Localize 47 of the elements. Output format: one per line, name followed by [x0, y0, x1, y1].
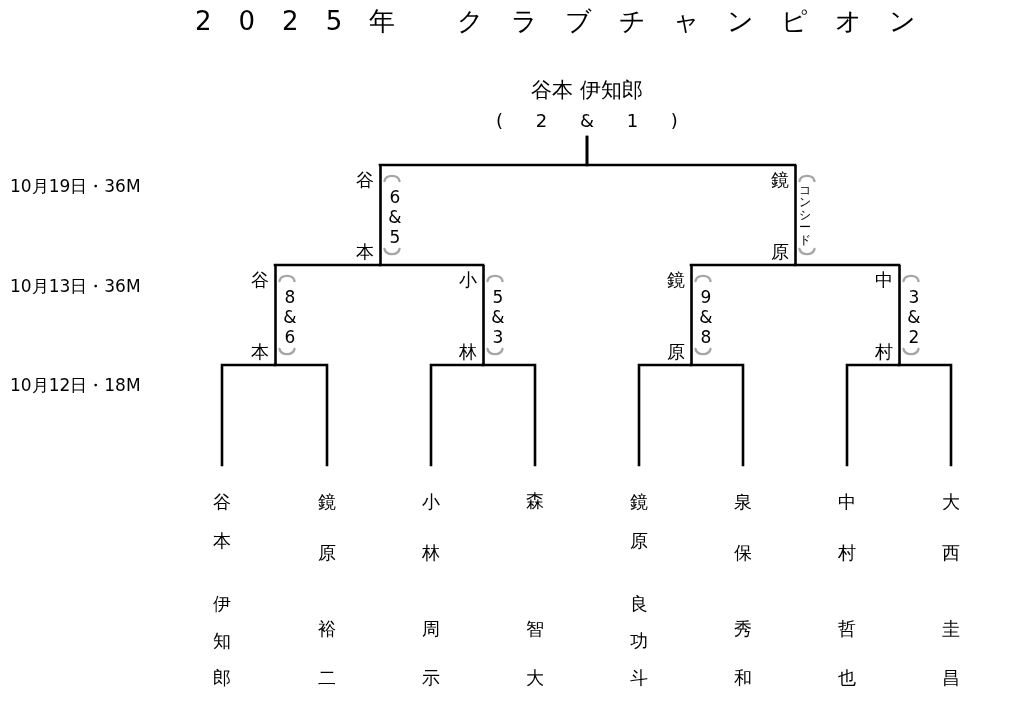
- match-score: コンシード: [798, 182, 812, 248]
- family-name: 小林: [421, 490, 441, 563]
- match-score: 9&8: [698, 286, 714, 348]
- bracket-line: [689, 363, 745, 467]
- bracket-line: [273, 263, 382, 267]
- family-name: 中村: [837, 490, 857, 563]
- bracket-line: [845, 363, 901, 467]
- bracket-line: [689, 263, 797, 267]
- winner-name: 中村: [874, 269, 894, 363]
- given-name: 圭昌: [941, 617, 961, 688]
- match-score: ( 2 & 1 ): [496, 109, 678, 133]
- family-name: 鏡原: [629, 490, 649, 551]
- family-name: 谷本: [212, 490, 232, 551]
- bracket-line: [897, 363, 953, 467]
- given-name: 伊知郎: [212, 592, 232, 688]
- match-score: 5&3: [490, 286, 506, 348]
- round-date-label: 10月19日・36M: [10, 176, 141, 196]
- given-name: 良功斗: [629, 592, 649, 688]
- round-date-label: 10月12日・18M: [10, 375, 141, 395]
- winner-name: 鏡原: [666, 269, 686, 363]
- family-name: 泉保: [733, 490, 753, 563]
- given-name: 哲也: [837, 617, 857, 688]
- match-score: 6&5: [387, 186, 403, 248]
- bracket-line: [793, 263, 901, 267]
- bracket-line: [637, 363, 693, 467]
- winner-name: 谷本: [355, 169, 375, 263]
- winner-name: 小林: [458, 269, 478, 363]
- bracket-line: [220, 363, 277, 467]
- bracket-line: [481, 363, 537, 467]
- bracket-line: [378, 263, 485, 267]
- family-name: 森: [525, 490, 545, 512]
- family-name: 大西: [941, 490, 961, 563]
- winner-name: 鏡原: [770, 169, 790, 263]
- round-date-label: 10月13日・36M: [10, 276, 141, 296]
- family-name: 鏡原: [317, 490, 337, 563]
- bracket-line: [273, 363, 329, 467]
- champion-name: 谷本 伊知郎: [531, 78, 643, 102]
- given-name: 智大: [525, 617, 545, 688]
- bracket-line: [585, 135, 797, 167]
- given-name: 裕二: [317, 617, 337, 688]
- title: 2025年 クラブチャンピオン: [195, 5, 916, 37]
- given-name: 周示: [421, 617, 441, 688]
- bracket-line: [429, 363, 485, 467]
- winner-name: 谷本: [250, 269, 270, 363]
- match-score: 8&6: [282, 286, 298, 348]
- given-name: 秀和: [733, 617, 753, 688]
- match-score: 3&2: [906, 286, 922, 348]
